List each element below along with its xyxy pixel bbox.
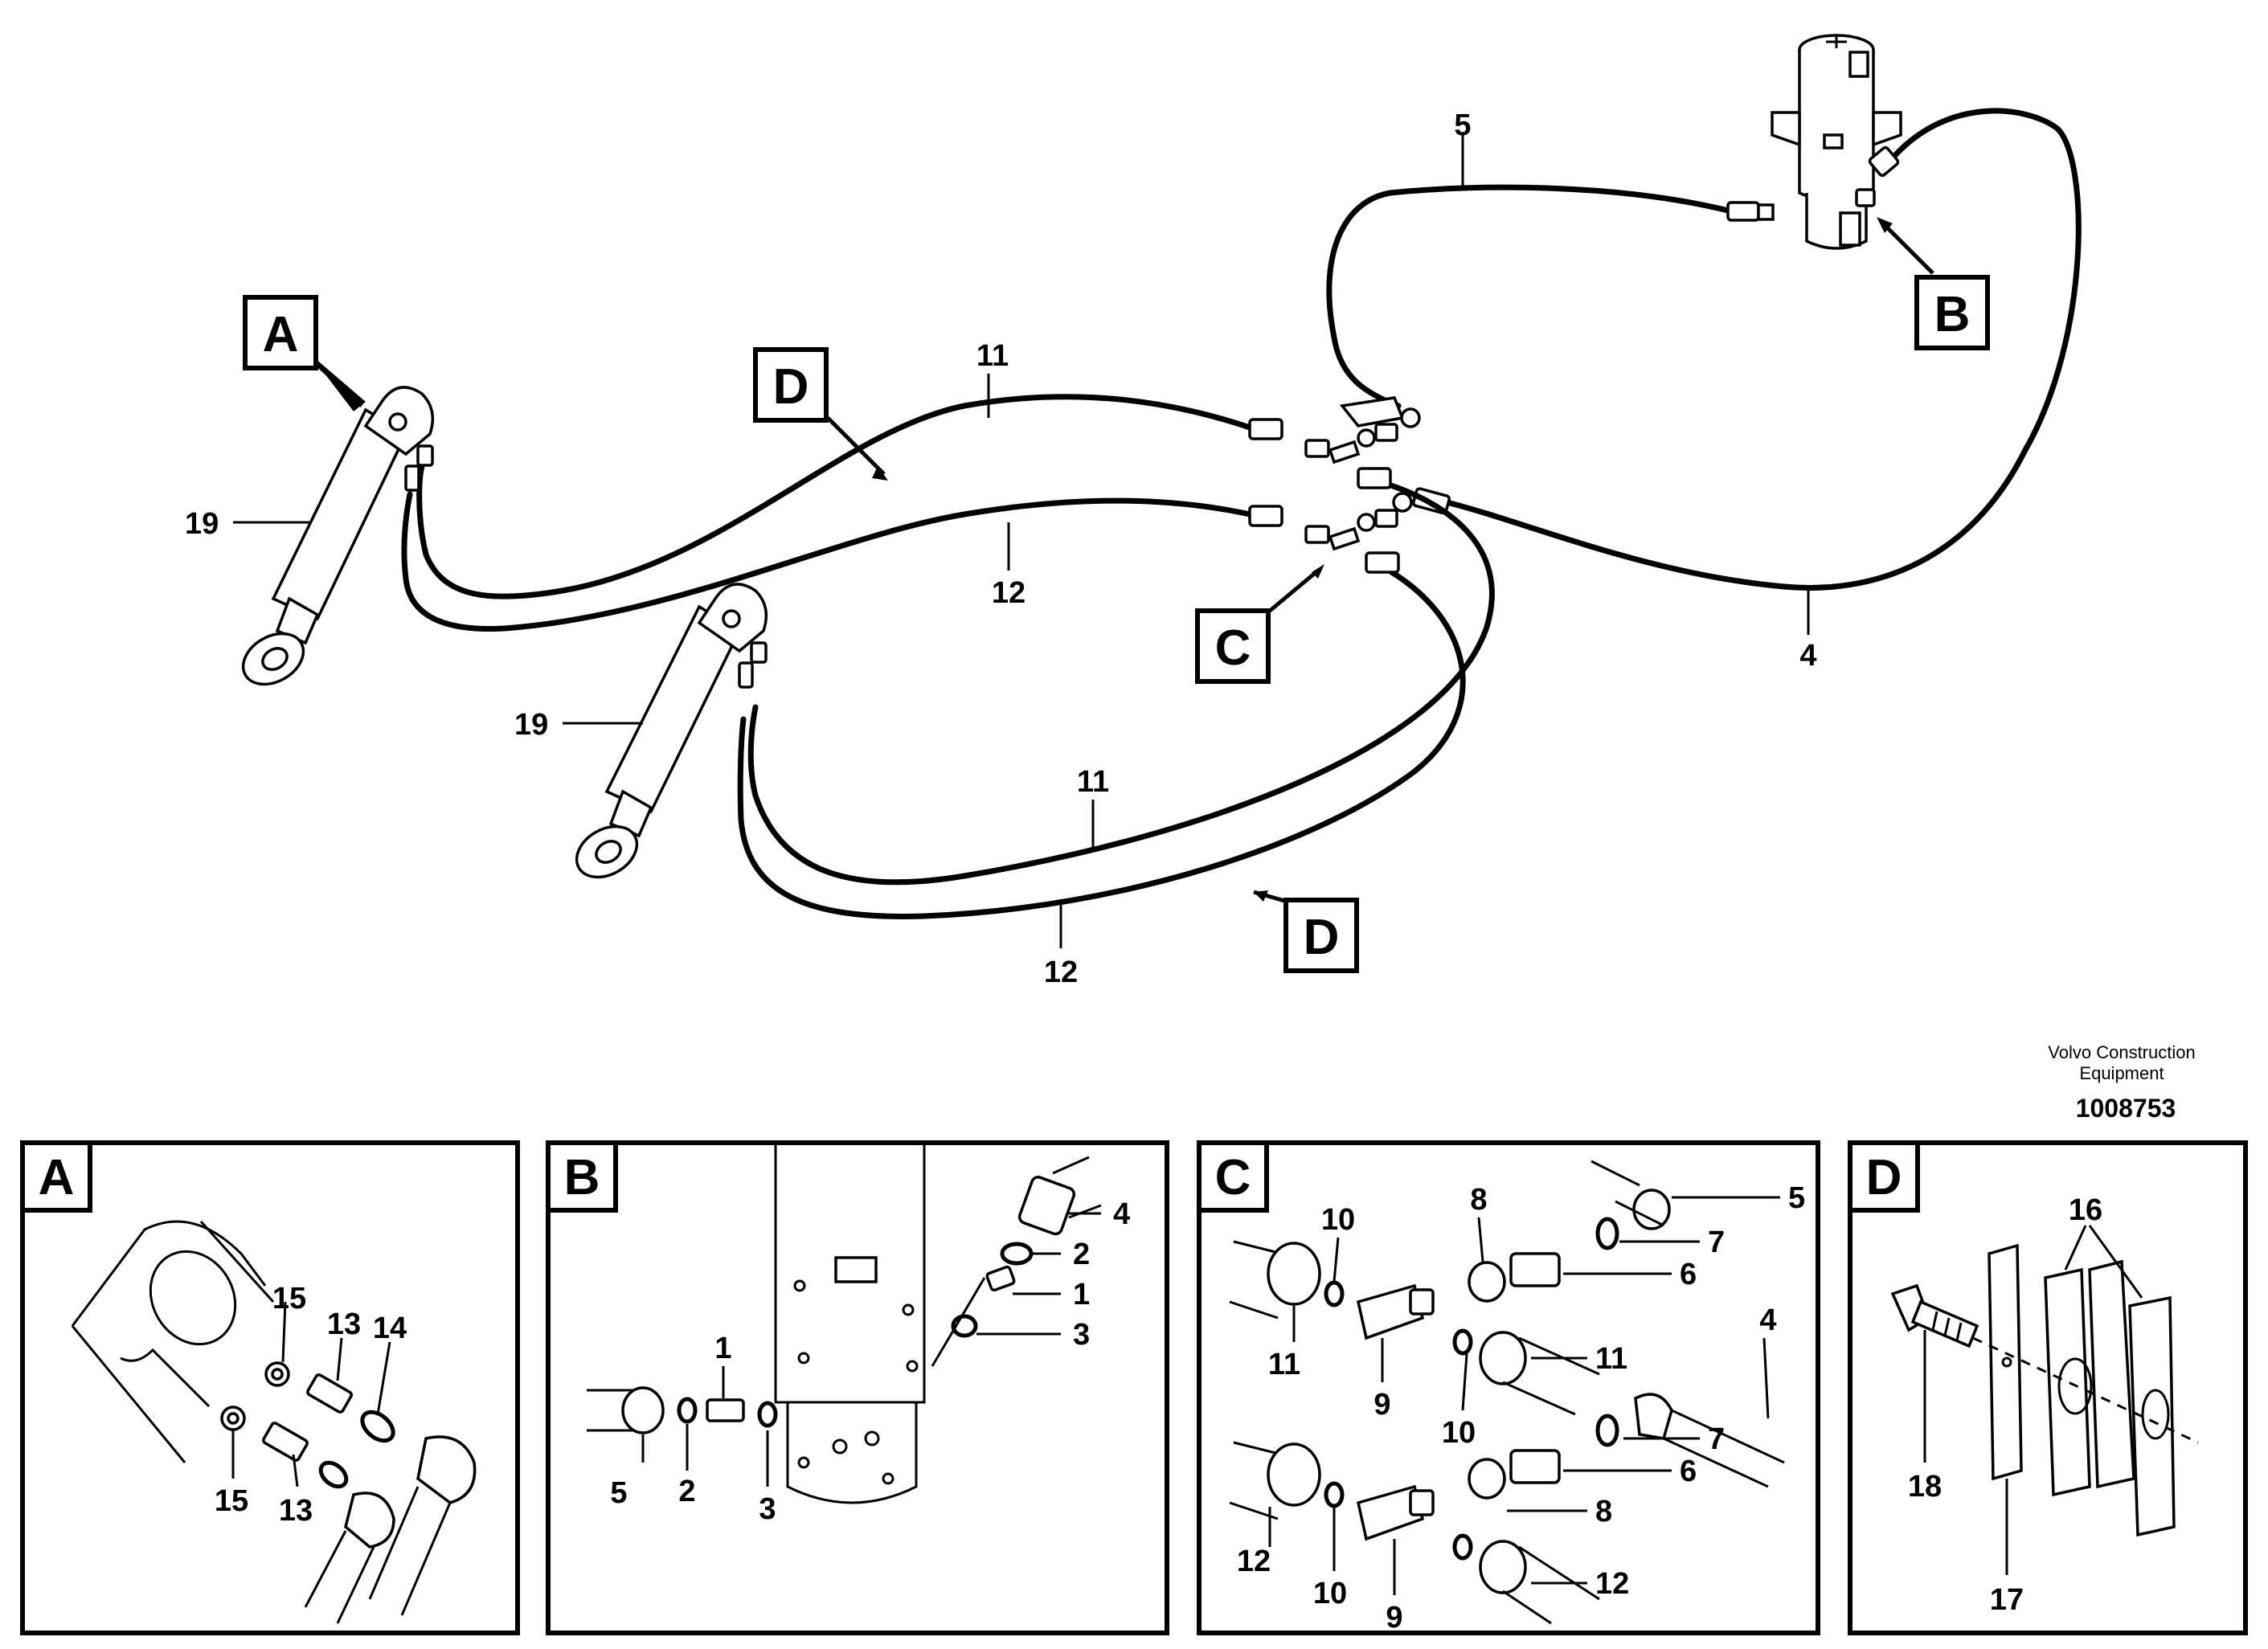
svg-text:B: B [564,1150,600,1205]
svg-text:12: 12 [1237,1545,1271,1578]
callout-d-upper: D [753,347,829,423]
svg-text:6: 6 [1680,1455,1697,1488]
svg-text:12: 12 [1595,1567,1629,1601]
svg-text:10: 10 [1321,1203,1355,1237]
svg-text:2: 2 [1073,1238,1090,1271]
callout-a: A [243,295,318,370]
svg-text:14: 14 [373,1311,407,1345]
detail-panel-d: D 16 18 17 [1848,1140,2248,1635]
label-hose-12-upper: 12 [992,576,1026,610]
svg-text:2: 2 [678,1475,695,1508]
svg-text:8: 8 [1595,1495,1612,1528]
label-cylinder-19-upper: 19 [185,507,219,541]
cylinder-19-lower [575,583,768,879]
svg-text:1: 1 [1073,1278,1090,1311]
callout-b: B [1914,275,1990,350]
svg-text:D: D [773,359,809,415]
svg-text:6: 6 [1680,1258,1697,1291]
svg-text:B: B [1934,287,1971,342]
svg-text:15: 15 [272,1282,306,1316]
svg-text:17: 17 [1990,1583,2024,1617]
svg-text:10: 10 [1442,1416,1476,1450]
hose-5 [1326,184,1775,409]
hose-11-upper [416,394,1283,599]
svg-text:D: D [1866,1150,1902,1205]
label-cylinder-19-lower: 19 [514,708,548,742]
label-hose-5: 5 [1454,108,1471,142]
detail-panel-c: C [1197,1140,1820,1635]
svg-text:D: D [1304,910,1340,965]
svg-text:9: 9 [1386,1601,1402,1635]
hose-12-upper [401,491,1283,632]
detail-panel-b: B 4 2 1 3 1 5 2 3 [546,1140,1169,1635]
label-hose-11-upper: 11 [976,339,1009,373]
svg-text:3: 3 [759,1492,776,1526]
svg-text:18: 18 [1908,1470,1942,1504]
svg-text:4: 4 [1113,1197,1130,1231]
fitting-cluster-upper [1304,396,1421,464]
svg-text:8: 8 [1470,1183,1487,1217]
cylinder-19-upper [241,386,435,686]
svg-text:A: A [39,1150,75,1205]
callout-d-lower: D [1283,898,1359,973]
main-leaders [233,135,1934,948]
callout-c: C [1195,608,1271,684]
swivel-distributor [1771,34,1902,250]
svg-text:5: 5 [1788,1181,1805,1215]
svg-text:C: C [1215,620,1251,676]
svg-text:3: 3 [1073,1318,1090,1352]
svg-text:10: 10 [1313,1577,1347,1610]
svg-text:13: 13 [327,1307,361,1341]
hose-11-lower [747,467,1495,886]
label-hose-11-lower: 11 [1077,765,1109,799]
publisher-line-2: Equipment [2079,1063,2164,1083]
publisher-line-1: Volvo Construction [2048,1042,2195,1062]
svg-text:C: C [1215,1150,1251,1205]
detail-panel-a: A 15 13 14 15 13 [20,1140,520,1635]
label-hose-4: 4 [1799,639,1816,673]
svg-text:1: 1 [714,1332,731,1365]
svg-text:4: 4 [1759,1303,1776,1337]
svg-text:7: 7 [1708,1422,1725,1456]
hose-12-lower [737,551,1466,919]
svg-text:16: 16 [2069,1193,2102,1227]
fitting-cluster-lower [1304,492,1413,551]
svg-text:7: 7 [1708,1225,1725,1259]
svg-text:5: 5 [610,1476,627,1510]
svg-text:9: 9 [1373,1388,1390,1422]
svg-text:A: A [263,307,299,362]
main-assembly: A B C D D 5 4 11 12 11 12 19 19 [185,34,2082,989]
document-number: 1008753 [2076,1094,2176,1123]
svg-text:13: 13 [279,1494,313,1528]
svg-text:15: 15 [215,1484,248,1518]
label-hose-12-lower: 12 [1044,955,1078,989]
svg-text:11: 11 [1595,1342,1627,1376]
svg-text:11: 11 [1268,1348,1300,1381]
